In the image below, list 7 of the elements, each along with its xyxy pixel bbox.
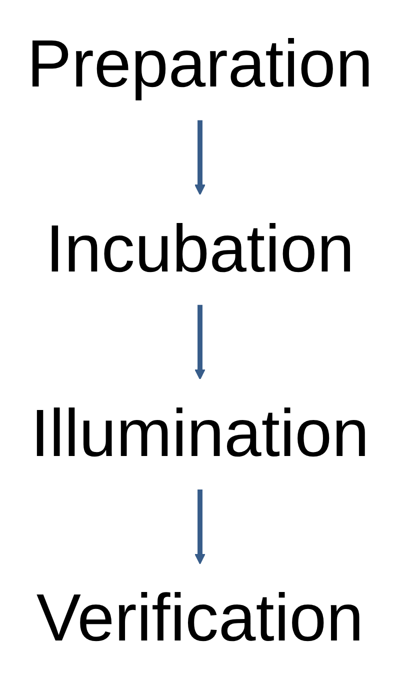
arrow	[194, 304, 206, 380]
arrow	[194, 120, 206, 196]
arrow	[194, 489, 206, 564]
node-text: Incubation	[46, 212, 354, 286]
node-text: Illumination	[30, 396, 370, 471]
node-text: Verification	[36, 581, 364, 656]
node-text: Preparation	[27, 27, 373, 102]
